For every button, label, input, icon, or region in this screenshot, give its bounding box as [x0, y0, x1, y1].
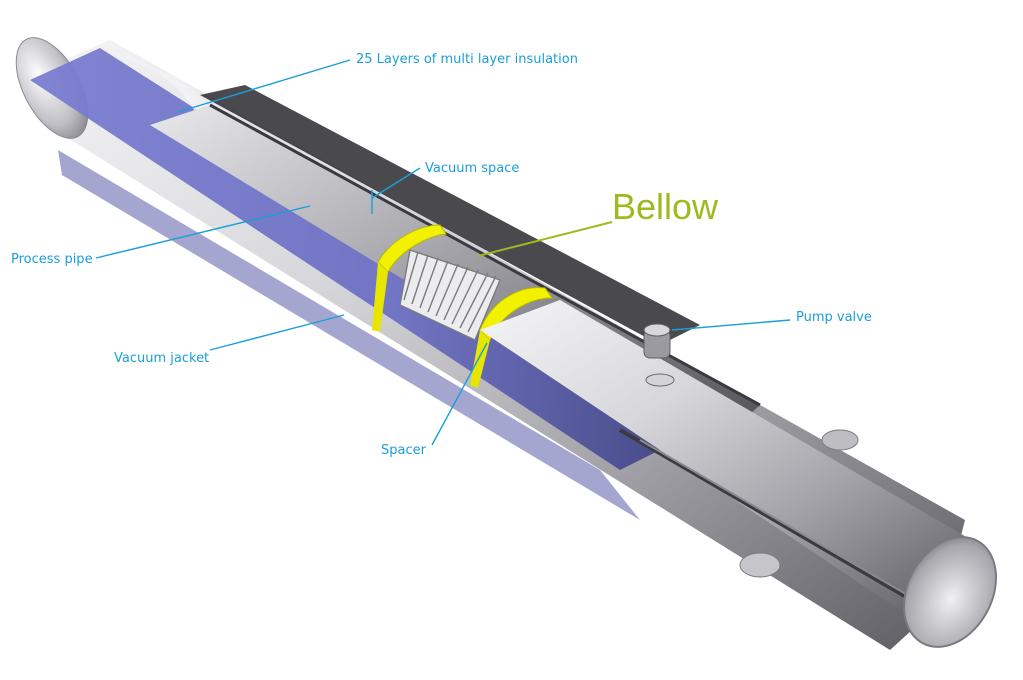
bellow-corrugations — [399, 249, 501, 341]
flange-lower — [739, 552, 781, 578]
leader-lines — [95, 59, 791, 446]
flange-upper — [821, 429, 859, 451]
spacer-label: Spacer — [381, 443, 426, 458]
bellow-leader-line — [477, 221, 613, 257]
mli-label: 25 Layers of multi layer insulation — [356, 52, 578, 67]
lower-pipe-section — [480, 300, 980, 610]
spacer-ring-left — [372, 224, 447, 332]
vacuum-gap — [200, 85, 700, 345]
vacuum-jacket-label: Vacuum jacket — [114, 351, 210, 366]
process-pipe-label: Process pipe — [11, 252, 93, 267]
pump-valve — [643, 323, 675, 387]
bellow-label: Bellow — [612, 186, 719, 227]
pump-valve-label: Pump valve — [796, 310, 872, 325]
vacuum-space-label: Vacuum space — [425, 161, 520, 176]
open-pipe-end — [902, 536, 998, 648]
